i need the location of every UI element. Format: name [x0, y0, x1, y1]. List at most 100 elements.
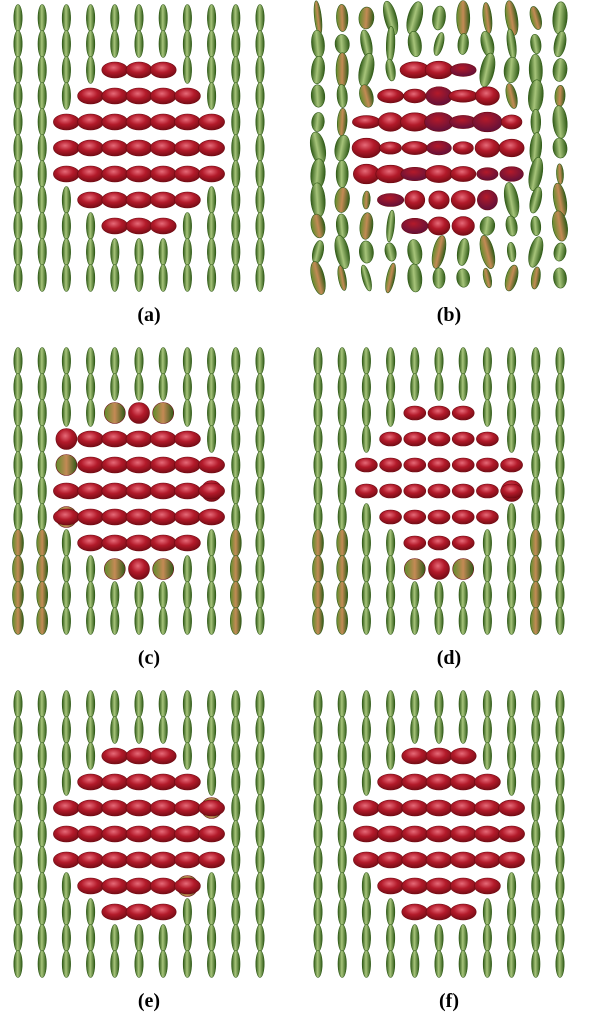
red-disc	[199, 826, 225, 842]
green-rod	[532, 951, 540, 978]
green-rod	[459, 925, 467, 952]
green-rod	[256, 899, 264, 926]
green-rod	[62, 556, 70, 583]
red-disc	[426, 904, 452, 920]
green-rod	[135, 925, 143, 952]
green-rod	[314, 899, 322, 926]
red-disc	[174, 166, 200, 182]
red-disc	[102, 904, 128, 920]
green-rod	[411, 717, 419, 744]
red-disc	[428, 217, 450, 235]
green-rod	[482, 267, 494, 288]
green-rod	[459, 691, 467, 718]
green-rod	[530, 582, 541, 609]
red-disc	[102, 140, 128, 156]
green-rod	[38, 426, 46, 453]
green-rod	[386, 691, 394, 718]
panel-f: (f)	[304, 686, 594, 1028]
green-rod	[406, 239, 423, 266]
boundary-sphere	[153, 403, 174, 424]
green-rod	[314, 925, 322, 952]
green-rod	[207, 691, 215, 718]
green-rod	[159, 691, 167, 718]
red-disc	[378, 89, 404, 103]
red-disc	[150, 826, 176, 842]
green-rod	[552, 137, 568, 158]
green-rod	[483, 608, 491, 635]
green-rod	[232, 161, 240, 188]
red-disc	[499, 826, 525, 842]
green-rod	[483, 743, 491, 770]
green-rod	[256, 504, 264, 531]
green-rod	[314, 504, 322, 531]
green-rod	[86, 717, 94, 744]
green-rod	[336, 160, 348, 187]
green-rod	[336, 265, 348, 291]
red-disc	[428, 510, 450, 524]
red-disc	[452, 217, 474, 236]
red-disc	[474, 774, 500, 790]
red-disc	[199, 114, 225, 130]
green-rod	[256, 265, 264, 292]
green-rod	[86, 374, 94, 401]
red-disc	[402, 826, 428, 842]
red-disc	[174, 826, 200, 842]
red-disc	[402, 141, 428, 154]
green-rod	[256, 83, 264, 110]
green-rod	[435, 374, 443, 401]
green-rod	[256, 951, 264, 978]
green-rod	[311, 84, 326, 107]
red-disc	[353, 852, 379, 868]
red-disc	[380, 458, 402, 472]
red-disc	[429, 191, 449, 209]
red-disc	[150, 192, 176, 208]
red-disc	[450, 800, 476, 816]
red-disc	[426, 852, 452, 868]
green-rod	[362, 374, 370, 401]
green-rod	[62, 374, 70, 401]
green-rod	[135, 374, 143, 401]
green-rod	[14, 187, 22, 214]
green-rod	[459, 951, 467, 978]
green-rod	[207, 400, 215, 427]
red-disc	[402, 748, 428, 764]
red-disc	[78, 192, 104, 208]
green-rod	[62, 717, 70, 744]
red-disc	[150, 748, 176, 764]
green-rod	[556, 873, 564, 900]
red-disc	[401, 167, 429, 180]
boundary-sphere	[56, 429, 77, 450]
green-rod	[183, 374, 191, 401]
green-rod	[386, 582, 394, 609]
green-rod	[314, 743, 322, 770]
red-disc	[500, 167, 524, 182]
green-rod	[507, 374, 515, 401]
red-disc	[126, 192, 152, 208]
red-disc	[476, 432, 498, 446]
green-rod	[483, 582, 491, 609]
green-rod	[357, 83, 375, 109]
green-rod	[386, 743, 394, 770]
green-rod	[337, 530, 348, 557]
green-rod	[477, 234, 498, 270]
green-rod	[556, 348, 564, 375]
red-disc	[378, 826, 404, 842]
green-rod	[14, 426, 22, 453]
green-rod	[362, 899, 370, 926]
green-rod	[356, 52, 377, 88]
green-rod	[135, 691, 143, 718]
green-rod	[556, 743, 564, 770]
green-rod	[38, 899, 46, 926]
green-rod	[230, 556, 241, 583]
green-rod	[338, 374, 346, 401]
green-rod	[435, 925, 443, 952]
red-disc	[126, 218, 152, 234]
green-rod	[256, 925, 264, 952]
green-rod	[310, 56, 326, 85]
red-disc	[174, 774, 200, 790]
green-rod	[338, 769, 346, 796]
green-rod	[207, 717, 215, 744]
red-disc	[477, 190, 497, 210]
red-disc	[126, 748, 152, 764]
panel-b: (b)	[304, 0, 594, 342]
